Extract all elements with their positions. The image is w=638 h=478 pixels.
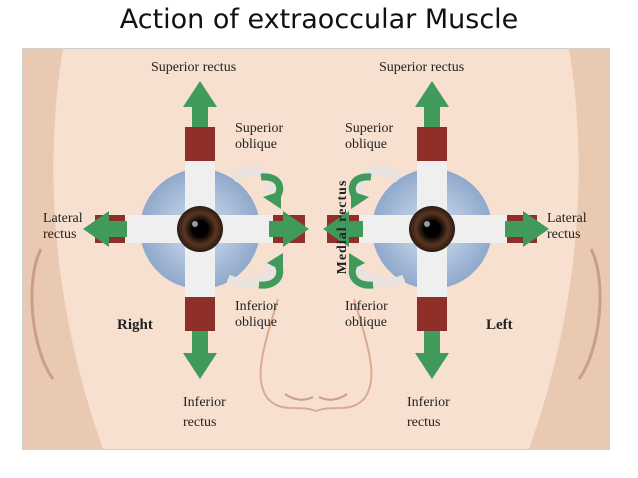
lateral-rectus-arrow-right xyxy=(83,211,127,247)
left-eye xyxy=(323,81,549,379)
inferior-oblique-label-left-2: oblique xyxy=(345,315,387,330)
superior-oblique-label-right-1: Superior xyxy=(235,121,284,136)
medial-rectus-arrow-right xyxy=(269,211,309,247)
superior-rectus-label-right: Superior rectus xyxy=(151,60,237,75)
inferior-rectus-arrow-left xyxy=(415,331,449,379)
right-eye xyxy=(83,81,309,379)
inferior-rectus-label-right-2: rectus xyxy=(183,415,217,430)
slide-title: Action of extraoccular Muscle xyxy=(119,4,519,35)
face-illustration xyxy=(23,49,609,449)
inferior-rectus-arrow-right xyxy=(183,331,217,379)
superior-rectus-arrow-left xyxy=(415,81,449,127)
superior-rectus-label-left: Superior rectus xyxy=(379,60,465,75)
medial-rectus-arrow-left xyxy=(323,211,363,247)
superior-oblique-label-left-1: Superior xyxy=(345,121,394,136)
medial-rectus-label: Medial rectus xyxy=(335,179,350,275)
eye-muscle-diagram: Superior rectus Superior rectus Superior… xyxy=(22,48,610,450)
lateral-rectus-label-left-2: rectus xyxy=(547,227,581,242)
left-side-label: Left xyxy=(486,317,513,333)
inferior-oblique-label-right-1: Inferior xyxy=(235,299,278,314)
superior-oblique-label-left-2: oblique xyxy=(345,137,387,152)
inferior-rectus-label-right-1: Inferior xyxy=(183,395,226,410)
lateral-rectus-label-right-1: Lateral xyxy=(43,211,83,226)
inferior-oblique-label-left-1: Inferior xyxy=(345,299,388,314)
superior-oblique-label-right-2: oblique xyxy=(235,137,277,152)
lateral-rectus-label-left-1: Lateral xyxy=(547,211,587,226)
lateral-rectus-label-right-2: rectus xyxy=(43,227,77,242)
inferior-rectus-label-left-1: Inferior xyxy=(407,395,450,410)
lateral-rectus-arrow-left xyxy=(505,211,549,247)
right-side-label: Right xyxy=(117,317,153,333)
inferior-rectus-label-left-2: rectus xyxy=(407,415,441,430)
inferior-oblique-label-right-2: oblique xyxy=(235,315,277,330)
superior-rectus-arrow-right xyxy=(183,81,217,127)
